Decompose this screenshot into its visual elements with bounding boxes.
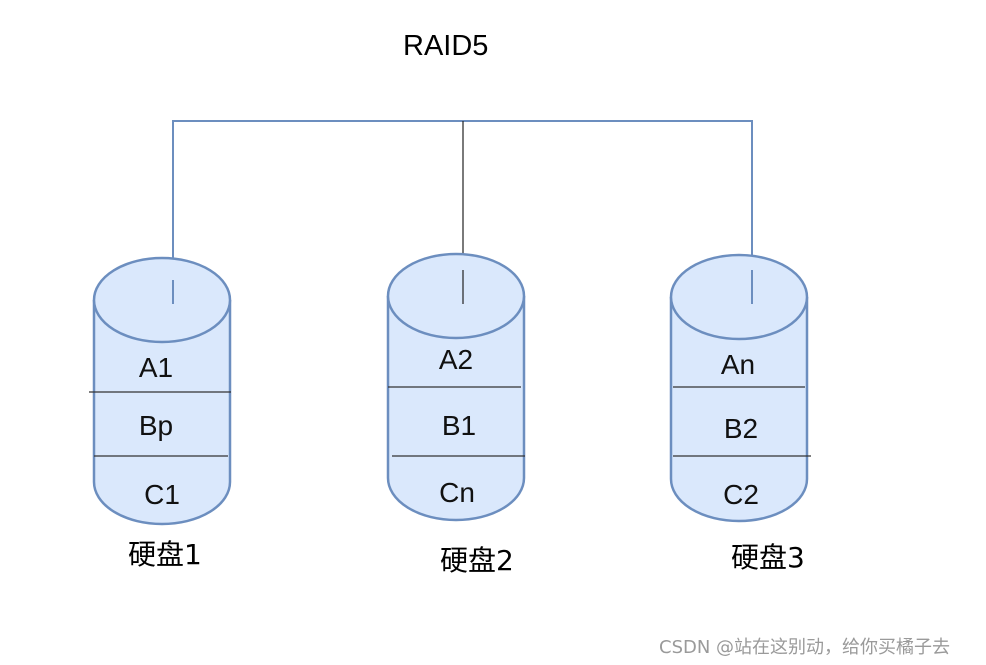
segment-label: A1 [138, 352, 174, 383]
segment-label: A2 [438, 344, 474, 375]
segment-label: An [720, 349, 756, 380]
segment-label: B2 [723, 413, 759, 444]
segment-label: Bp [138, 410, 174, 441]
disk-2-label: 硬盘2 [440, 544, 514, 577]
segment-label: Cn [439, 477, 475, 508]
diagram-title: RAID5 [403, 30, 489, 62]
disk-3-cylinder [669, 253, 811, 523]
watermark: CSDN @站在这别动，给你买橘子去 [659, 637, 951, 658]
disk-1-cylinder [89, 256, 232, 526]
segment-label: C1 [144, 479, 180, 510]
segment-label: B1 [441, 410, 477, 441]
disk-2-cylinder [386, 252, 526, 522]
disk-1-label: 硬盘1 [128, 538, 202, 571]
disk-3-label: 硬盘3 [731, 541, 805, 574]
segment-label: C2 [723, 479, 759, 510]
